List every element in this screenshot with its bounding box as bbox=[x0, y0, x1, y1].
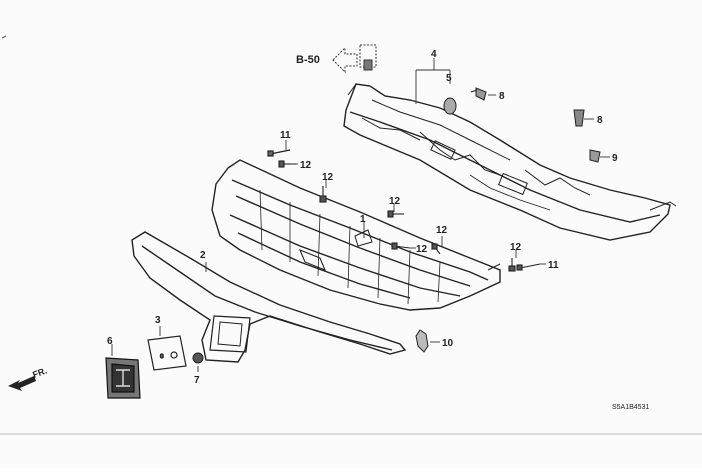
callout-11-lower: 11 bbox=[548, 260, 559, 271]
callout-12-e: 12 bbox=[436, 225, 448, 236]
emblem bbox=[105, 357, 141, 399]
callout-7: 7 bbox=[194, 375, 200, 386]
bolt-12e-icon bbox=[431, 243, 441, 255]
callout-1: 1 bbox=[360, 214, 366, 225]
bolt-12b-icon bbox=[319, 186, 327, 203]
callout-2: 2 bbox=[200, 250, 206, 261]
diagram-code: S5A1B4531 bbox=[612, 404, 649, 411]
front-indicator-label: FR. bbox=[31, 366, 48, 380]
corner-mark bbox=[1, 35, 7, 39]
callout-8-lower: 8 bbox=[597, 115, 603, 126]
callout-10: 10 bbox=[442, 338, 454, 349]
radiator-shroud-cover bbox=[343, 83, 677, 241]
grille-molding bbox=[131, 231, 407, 363]
callout-12-d: 12 bbox=[416, 244, 428, 255]
bolt-12d-icon bbox=[391, 242, 411, 250]
screw-11-lower-icon bbox=[516, 263, 541, 271]
callout-12-a: 12 bbox=[300, 160, 312, 171]
grille-base bbox=[211, 159, 501, 311]
front-direction-arrow-icon bbox=[8, 376, 36, 391]
callout-6: 6 bbox=[107, 336, 113, 347]
callout-5: 5 bbox=[446, 73, 452, 84]
callout-9: 9 bbox=[612, 153, 618, 164]
callout-11-upper: 11 bbox=[280, 130, 291, 141]
reference-label: B-50 bbox=[296, 54, 320, 66]
emblem-base-letter-c: c bbox=[160, 353, 164, 360]
callout-12-f: 12 bbox=[510, 242, 522, 253]
leader-lines bbox=[111, 58, 610, 372]
emblem-base: c bbox=[147, 335, 187, 371]
callout-4: 4 bbox=[431, 49, 437, 60]
callout-8-upper: 8 bbox=[499, 91, 505, 102]
screw-11-upper-icon bbox=[267, 149, 291, 157]
callout-3: 3 bbox=[155, 315, 161, 326]
clip-9-icon bbox=[589, 149, 601, 163]
clip-10-icon bbox=[415, 329, 429, 353]
bolt-12f-icon bbox=[508, 258, 516, 272]
callout-12-c: 12 bbox=[389, 196, 401, 207]
clip-8-lower-icon bbox=[573, 109, 585, 127]
reference-arrow-icon bbox=[332, 44, 377, 74]
bolt-12c-icon bbox=[387, 210, 404, 218]
retainer-5-icon bbox=[443, 97, 457, 115]
clip-7-icon bbox=[192, 352, 204, 364]
callout-12-b: 12 bbox=[322, 172, 334, 183]
clip-8-upper-icon bbox=[470, 87, 487, 101]
